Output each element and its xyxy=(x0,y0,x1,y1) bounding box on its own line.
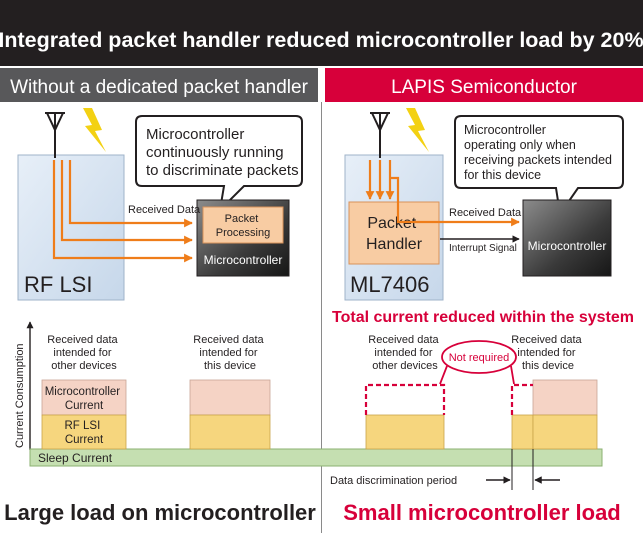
right-callout-bubble xyxy=(454,115,624,217)
left-callout-text: Microcontroller continuously running to … xyxy=(146,126,299,179)
data-discrimination-label: Data discrimination period xyxy=(330,475,457,487)
right-this-rf-bar xyxy=(532,414,598,450)
left-this-mcu-bar xyxy=(189,379,271,416)
right-data-arrows xyxy=(365,160,520,227)
rf-current-label: RF LSI Current xyxy=(65,420,104,446)
packet-handler-line: Packet xyxy=(367,215,416,232)
packet-handler-label: Packet Handler xyxy=(366,215,423,253)
label-line: other devices xyxy=(372,360,438,372)
right-received-arrow xyxy=(390,176,520,227)
ml7406-label: ML7406 xyxy=(350,272,430,297)
packet-handler-block xyxy=(348,201,440,265)
mcu-current-label: Microcontroller Current xyxy=(45,386,124,412)
left-microcontroller-label: Microcontroller xyxy=(204,253,283,267)
header-bar xyxy=(0,0,643,66)
label-line: intended for xyxy=(517,347,575,359)
left-data-arrows xyxy=(52,160,193,263)
mcu-current-line: Microcontroller xyxy=(45,386,121,398)
right-other-devices-label: Received data intended for other devices xyxy=(368,334,441,372)
right-microcontroller-chip xyxy=(522,199,612,277)
left-section-title: Without a dedicated packet handler xyxy=(10,77,309,98)
not-required-pointers xyxy=(439,365,515,385)
left-footer: Large load on microcontroller xyxy=(4,500,316,525)
left-callout-line: continuously running xyxy=(146,144,284,161)
right-footer: Small microcontroller load xyxy=(343,500,621,525)
rf-current-line: RF LSI xyxy=(65,420,101,432)
rf-lsi-label: RF LSI xyxy=(24,272,92,297)
left-this-device-label: Received data intended for this device xyxy=(193,334,266,372)
left-callout-line: to discriminate packets xyxy=(146,162,299,179)
label-line: Received data xyxy=(511,334,582,346)
left-arrow xyxy=(52,160,193,263)
label-line: intended for xyxy=(53,347,111,359)
y-axis-label: Current Consumption xyxy=(14,343,26,448)
left-mcu-current-bar xyxy=(41,379,127,416)
left-lightning-icon xyxy=(83,108,106,152)
packet-processing-block xyxy=(202,206,284,244)
right-other-rf-bar xyxy=(365,414,445,450)
label-line: this device xyxy=(522,360,574,372)
not-required-text: Not required xyxy=(449,352,510,364)
not-required-bubble xyxy=(441,340,517,374)
right-callout-line: operating only when xyxy=(464,138,576,152)
left-arrow xyxy=(68,160,193,228)
left-callout-bubble xyxy=(135,115,303,213)
left-other-devices-label: Received data intended for other devices xyxy=(47,334,120,372)
packet-processing-label: Packet Processing xyxy=(216,213,270,239)
label-line: this device xyxy=(204,360,256,372)
right-this-mcu-bar xyxy=(532,379,598,416)
label-line: Received data xyxy=(368,334,439,346)
left-callout-line: Microcontroller xyxy=(146,126,244,143)
right-discrimination-removed-outline xyxy=(510,383,533,415)
right-this-device-label: Received data intended for this device xyxy=(511,334,584,372)
label-line: intended for xyxy=(374,347,432,359)
right-discrimination-rf-bar xyxy=(511,414,534,450)
mcu-current-line: Current xyxy=(65,400,104,412)
left-this-rf-bar xyxy=(189,414,271,450)
right-callout-line: for this device xyxy=(464,168,541,182)
packet-processing-line: Processing xyxy=(216,227,270,239)
right-lightning-icon xyxy=(406,108,429,152)
sleep-current-label: Sleep Current xyxy=(38,451,113,465)
right-callout-line: Microcontroller xyxy=(464,123,546,137)
label-line: Received data xyxy=(47,334,118,346)
right-microcontroller-label: Microcontroller xyxy=(528,239,607,253)
left-antenna-icon xyxy=(45,112,65,158)
left-rf-current-bar xyxy=(41,414,127,450)
right-section-title: LAPIS Semiconductor xyxy=(391,77,578,98)
right-antenna-icon xyxy=(370,112,390,158)
packet-processing-line: Packet xyxy=(225,213,259,225)
left-arrow xyxy=(60,160,193,245)
rf-current-line: Current xyxy=(65,434,104,446)
left-received-data-label: Received Data xyxy=(128,204,201,216)
sleep-current-bar xyxy=(29,448,603,467)
right-other-removed-mcu-outline xyxy=(364,383,446,415)
interrupt-signal-label: Interrupt Signal xyxy=(449,243,517,254)
label-line: Received data xyxy=(193,334,264,346)
total-current-text: Total current reduced within the system xyxy=(332,309,634,326)
right-received-data-label: Received Data xyxy=(449,207,522,219)
label-line: other devices xyxy=(51,360,117,372)
packet-handler-line: Handler xyxy=(366,236,423,253)
right-callout-text: Microcontroller operating only when rece… xyxy=(464,123,616,182)
right-callout-line: receiving packets intended xyxy=(464,153,612,167)
left-section-title-bar xyxy=(0,68,318,102)
page-title: Integrated packet handler reduced microc… xyxy=(0,28,643,52)
label-line: intended for xyxy=(199,347,257,359)
right-section-title-bar xyxy=(325,68,643,102)
